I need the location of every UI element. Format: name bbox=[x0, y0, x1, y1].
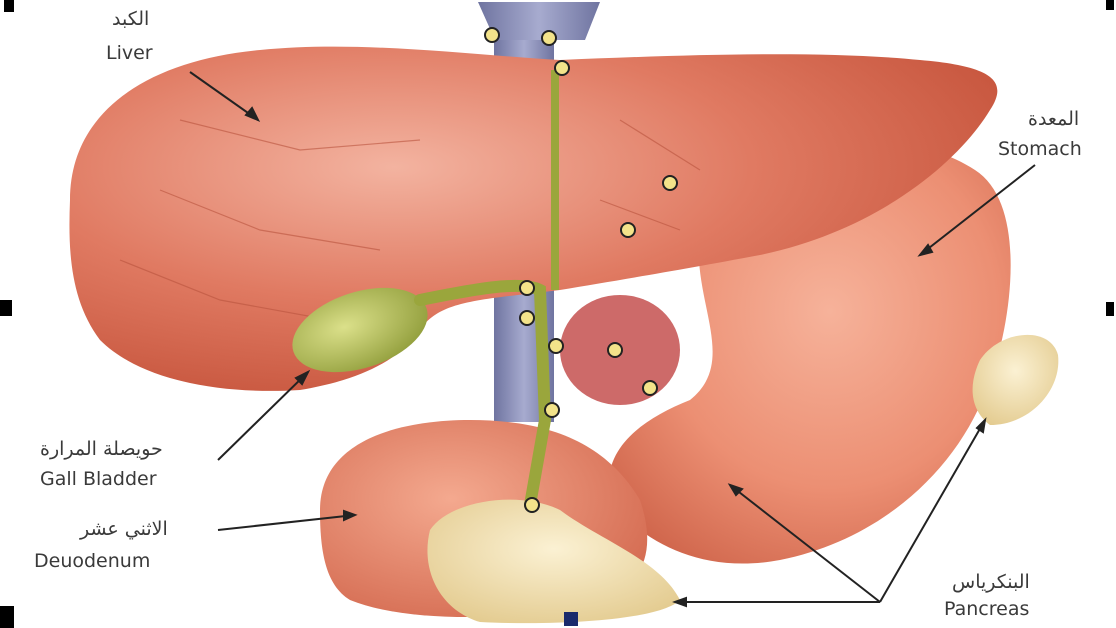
gallbladder-label: Gall Bladder bbox=[40, 470, 157, 489]
selection-handle-icon[interactable] bbox=[1106, 0, 1114, 10]
selection-handle-icon[interactable] bbox=[564, 612, 578, 626]
liver-label: Liver bbox=[106, 44, 153, 63]
liver-label-ar: الكبد bbox=[112, 10, 149, 29]
selection-handle-icon[interactable] bbox=[1106, 302, 1114, 316]
stomach-label-ar: المعدة bbox=[1028, 110, 1079, 129]
duodenum-label-ar: الاثني عشر bbox=[80, 520, 168, 539]
selection-handle-icon[interactable] bbox=[0, 300, 12, 316]
duodenum-label: Deuodenum bbox=[34, 552, 150, 571]
selection-handle-icon[interactable] bbox=[4, 0, 14, 12]
stomach-label: Stomach bbox=[998, 140, 1082, 159]
pancreas-label: Pancreas bbox=[944, 600, 1029, 619]
selection-handle-icon[interactable] bbox=[0, 606, 14, 628]
pancreas-label-ar: البنكرياس bbox=[952, 573, 1030, 592]
gallbladder-label-ar: حويصلة المرارة bbox=[40, 440, 163, 459]
